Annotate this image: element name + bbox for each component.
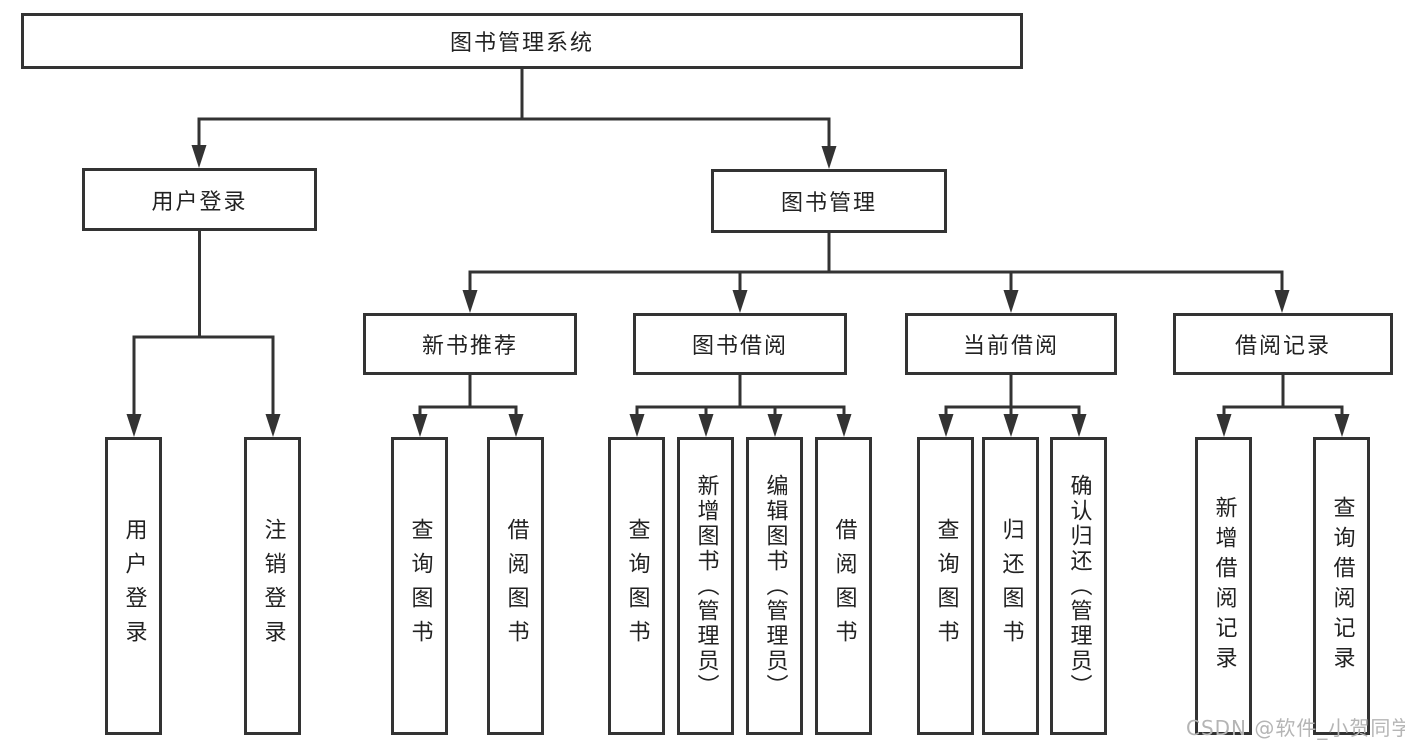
leaf-return-books: 归还图书	[982, 437, 1039, 735]
leaf-label: 查询借阅记录	[1329, 496, 1355, 676]
arrow-icon	[265, 414, 281, 437]
leaf-user-login: 用户登录	[105, 437, 162, 735]
leaf-edit-book-admin: 编辑图书（管理员）	[746, 437, 803, 735]
leaf-label: 借阅图书	[831, 518, 857, 654]
arrow-icon	[629, 414, 645, 437]
leaf-label: 归还图书	[998, 518, 1024, 654]
arrow-icon	[698, 414, 714, 437]
leaf-borrow-books-borrow: 借阅图书	[815, 437, 872, 735]
arrow-icon	[462, 290, 478, 313]
leaf-label: 新增借阅记录	[1211, 496, 1237, 676]
arrow-icon	[191, 145, 207, 168]
leaf-query-books-borrow: 查询图书	[608, 437, 665, 735]
arrow-icon	[767, 414, 783, 437]
arrow-icon	[938, 414, 954, 437]
leaf-label: 确认归还（管理员）	[1066, 473, 1092, 699]
node-user-login-branch: 用户登录	[82, 168, 317, 231]
arrow-icon	[1003, 414, 1019, 437]
arrow-icon	[821, 146, 837, 169]
node-borrow-records: 借阅记录	[1173, 313, 1393, 375]
leaf-confirm-return-admin: 确认归还（管理员）	[1050, 437, 1107, 735]
leaf-logout-login: 注销登录	[244, 437, 301, 735]
leaf-label: 注销登录	[260, 518, 286, 654]
leaf-query-borrow-record: 查询借阅记录	[1313, 437, 1370, 735]
leaf-label: 查询图书	[624, 518, 650, 654]
arrow-icon	[1274, 290, 1290, 313]
arrow-icon	[412, 414, 428, 437]
arrow-icon	[836, 414, 852, 437]
leaf-label: 用户登录	[121, 518, 147, 654]
leaf-borrow-books-recommend: 借阅图书	[487, 437, 544, 735]
node-root-library-system: 图书管理系统	[21, 13, 1023, 69]
leaf-label: 查询图书	[933, 518, 959, 654]
leaf-label: 借阅图书	[503, 518, 529, 654]
leaf-label: 查询图书	[407, 518, 433, 654]
node-book-borrow: 图书借阅	[633, 313, 847, 375]
arrow-icon	[732, 290, 748, 313]
leaf-add-borrow-record: 新增借阅记录	[1195, 437, 1252, 735]
node-current-borrow: 当前借阅	[905, 313, 1117, 375]
leaf-label: 编辑图书（管理员）	[762, 473, 788, 699]
arrow-icon	[1334, 414, 1350, 437]
watermark-text: CSDN @软件_小贺同学	[1186, 716, 1405, 740]
node-book-management-branch: 图书管理	[711, 169, 947, 233]
leaf-label: 新增图书（管理员）	[693, 473, 719, 699]
arrow-icon	[508, 414, 524, 437]
arrow-icon	[126, 414, 142, 437]
node-new-book-recommend: 新书推荐	[363, 313, 577, 375]
arrow-icon	[1003, 290, 1019, 313]
arrow-icon	[1071, 414, 1087, 437]
leaf-add-book-admin: 新增图书（管理员）	[677, 437, 734, 735]
arrow-icon	[1216, 414, 1232, 437]
leaf-query-books-current: 查询图书	[917, 437, 974, 735]
leaf-query-books-recommend: 查询图书	[391, 437, 448, 735]
